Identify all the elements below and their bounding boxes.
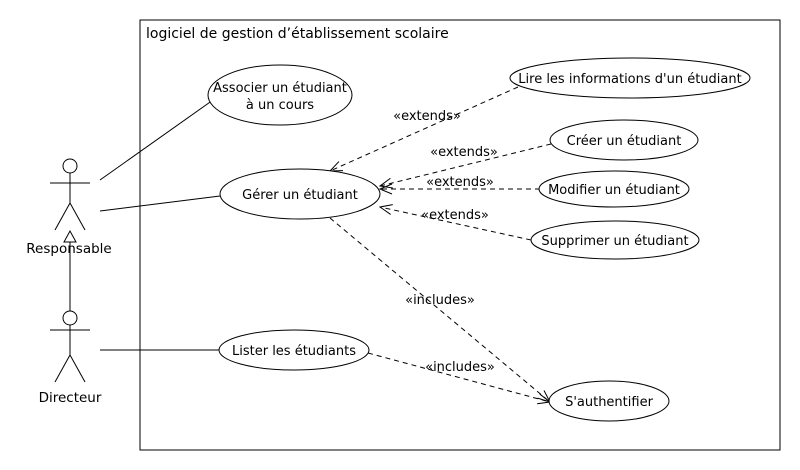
actor-directeur-label: Directeur: [39, 390, 102, 406]
system-title: logiciel de gestion d’établissement scol…: [146, 26, 449, 42]
extends-creer-gerer: [380, 143, 552, 186]
usecase-lire: Lire les informations d'un étudiant: [509, 57, 751, 99]
usecase-creer-label: Créer un étudiant: [567, 134, 682, 149]
usecase-associer-line1: Associer un étudiant: [213, 81, 347, 96]
usecase-lister-label: Lister les étudiants: [232, 344, 356, 359]
label-includes-lister: «includes»: [425, 360, 495, 375]
usecase-modifier-label: Modifier un étudiant: [548, 183, 680, 198]
label-extends-supprimer: «extends»: [421, 208, 489, 223]
usecase-authentifier-label: S'authentifier: [565, 395, 654, 410]
usecase-authentifier: S'authentifier: [548, 380, 670, 422]
label-includes-gerer: «includes»: [405, 293, 475, 308]
actor-responsable-label: Responsable: [26, 241, 111, 257]
system-boundary: [139, 19, 781, 451]
extends-supprimer-gerer: [380, 207, 532, 241]
actor-directeur: [50, 310, 90, 383]
label-extends-lire: «extends»: [393, 109, 461, 124]
actor-responsable: [50, 158, 90, 231]
generalization-directeur-responsable: [63, 229, 77, 311]
usecase-gerer: Gérer un étudiant: [219, 168, 381, 220]
extends-lire-gerer: [330, 86, 519, 171]
usecase-lister: Lister les étudiants: [218, 329, 370, 371]
usecase-lire-label: Lire les informations d'un étudiant: [518, 72, 741, 87]
usecase-gerer-label: Gérer un étudiant: [242, 188, 358, 203]
assoc-responsable-associer: [99, 99, 214, 181]
includes-lister-authentifier: [367, 352, 550, 402]
usecase-supprimer: Supprimer un étudiant: [530, 220, 700, 260]
label-extends-creer: «extends»: [430, 145, 498, 160]
usecase-supprimer-label: Supprimer un étudiant: [541, 234, 688, 249]
usecase-creer: Créer un étudiant: [549, 119, 699, 161]
label-extends-modifier: «extends»: [426, 175, 494, 190]
usecase-modifier: Modifier un étudiant: [538, 170, 690, 208]
usecase-associer-line2: à un cours: [246, 98, 314, 113]
usecase-associer: Associer un étudiant à un cours: [207, 64, 353, 126]
assoc-responsable-gerer: [99, 195, 221, 212]
includes-gerer-authentifier: [329, 217, 550, 402]
